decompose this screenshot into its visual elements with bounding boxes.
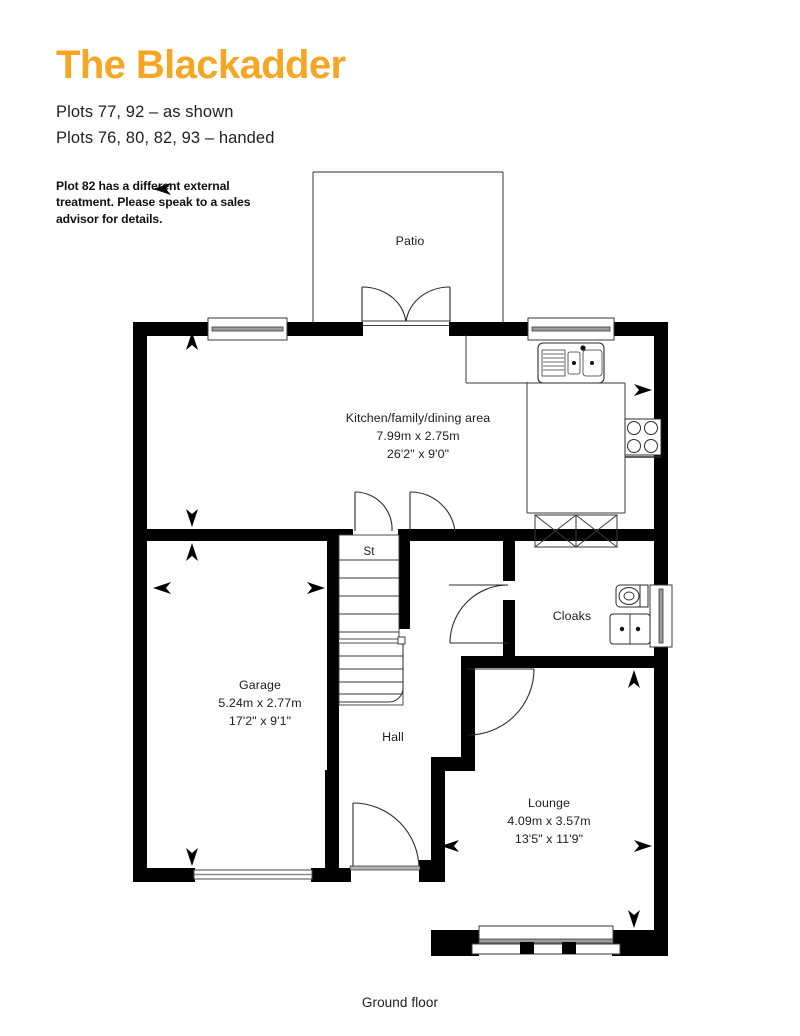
room-metric-kitchen: 7.99m x 2.75m <box>376 428 460 443</box>
wc-toilet <box>615 584 649 608</box>
internal-walls <box>133 529 661 779</box>
dimension-arrows <box>153 183 652 928</box>
room-imperial-kitchen: 26'2" x 9'0" <box>386 446 450 461</box>
lounge-bay-window <box>471 925 621 955</box>
kitchen-hall-door <box>409 491 456 532</box>
lounge-door <box>467 668 535 736</box>
front-door <box>349 802 421 871</box>
external-treatment-note: Plot 82 has a different external treatme… <box>56 179 251 226</box>
wash-basin <box>609 613 651 645</box>
storage-door <box>354 491 393 532</box>
staircase <box>338 534 406 706</box>
garage-door <box>193 869 313 880</box>
plot-line-handed: Plots 76, 80, 82, 93 – handed <box>56 128 275 147</box>
room-name-patio: Patio <box>395 234 425 248</box>
room-name-kitchen: Kitchen/family/dining area <box>345 411 491 425</box>
room-name-garage: Garage <box>239 678 281 692</box>
room-name-hall: Hall <box>382 730 404 744</box>
room-label-hall: Hall <box>362 729 424 747</box>
kitchen-sink <box>537 342 605 384</box>
header-block: The Blackadder Plots 77, 92 – as shown P… <box>56 44 476 151</box>
room-label-lounge: Lounge 4.09m x 3.57m 13'5" x 11'9" <box>468 795 630 849</box>
appliance-cupboards <box>534 514 618 548</box>
page-title: The Blackadder <box>56 43 346 87</box>
room-label-patio: Patio <box>370 233 450 251</box>
floor-caption: Ground floor <box>361 995 439 1010</box>
room-label-garage: Garage 5.24m x 2.77m 17'2" x 9'1" <box>170 677 350 731</box>
room-label-storage: St <box>347 544 391 561</box>
kitchen-window-left <box>207 317 288 341</box>
cloaks-door <box>449 584 509 644</box>
room-imperial-garage: 17'2" x 9'1" <box>228 713 292 728</box>
cloaks-window <box>649 584 673 648</box>
room-name-lounge: Lounge <box>528 796 570 810</box>
room-label-cloaks: Cloaks <box>534 608 610 626</box>
kitchen-hob <box>624 418 662 458</box>
room-metric-lounge: 4.09m x 3.57m <box>507 813 591 828</box>
patio-outline <box>312 171 504 325</box>
plot-line-as-shown: Plots 77, 92 – as shown <box>56 103 234 121</box>
kitchen-window-right <box>527 317 615 341</box>
room-metric-garage: 5.24m x 2.77m <box>218 695 302 710</box>
patio-french-doors <box>361 286 451 326</box>
room-name-storage: St <box>363 546 375 558</box>
room-label-kitchen: Kitchen/family/dining area 7.99m x 2.75m… <box>278 410 558 464</box>
room-imperial-lounge: 13'5" x 11'9" <box>514 831 584 846</box>
room-name-cloaks: Cloaks <box>552 609 592 623</box>
